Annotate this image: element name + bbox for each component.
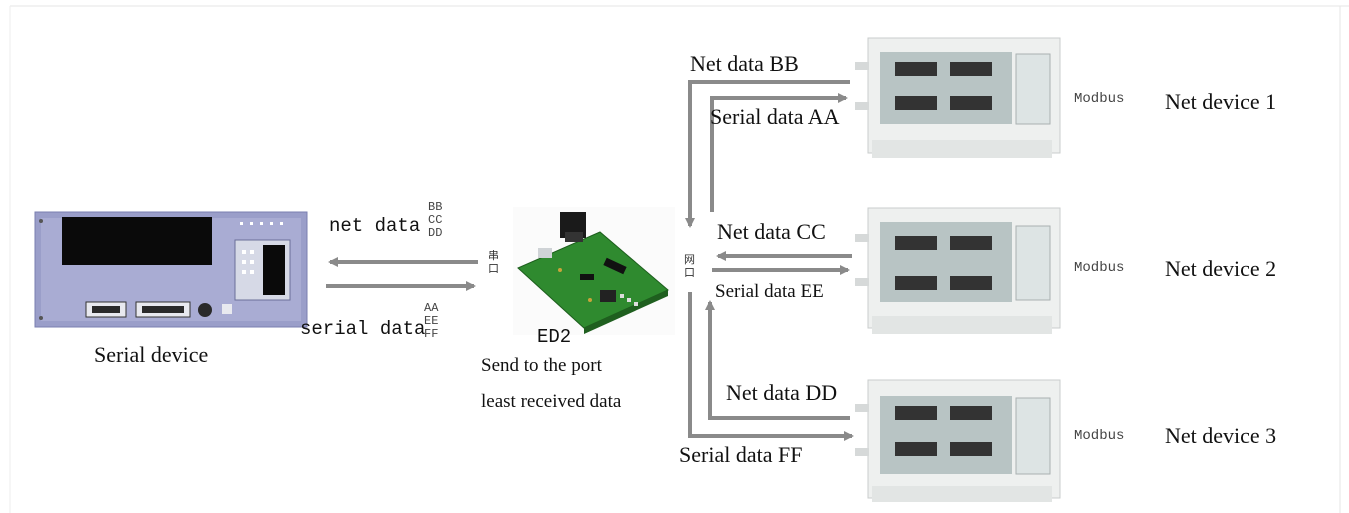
net-data-bb-arrow <box>685 80 850 228</box>
serial-data-left-label: serial data <box>300 318 426 340</box>
module-name-label: ED2 <box>537 326 572 348</box>
device-2-protocol: Modbus <box>1074 260 1125 276</box>
net-device-3-icon <box>855 379 1061 502</box>
net-device-1-icon <box>855 37 1061 158</box>
serial-data-ff-label: Serial data FF <box>679 442 803 467</box>
device-1-name: Net device 1 <box>1165 89 1277 114</box>
ed2-module-icon <box>513 207 675 335</box>
serial-data-aa-arrow <box>710 93 848 212</box>
serial-device-label: Serial device <box>94 342 209 367</box>
serial-data-left-values: AA EE FF <box>424 301 439 341</box>
net-data-dd-label: Net data DD <box>726 380 838 405</box>
net-port-label: 网 口 <box>684 253 695 279</box>
serial-device-icon <box>34 211 308 328</box>
device-3-protocol: Modbus <box>1074 428 1125 444</box>
device-2-name: Net device 2 <box>1165 256 1277 281</box>
net-data-bb-label: Net data BB <box>690 51 799 76</box>
net-data-dd-arrow <box>705 300 850 420</box>
serial-data-aa-label: Serial data AA <box>710 104 840 129</box>
net-device-2-icon <box>855 207 1061 334</box>
device-1-protocol: Modbus <box>1074 91 1125 107</box>
serial-data-ff-arrow <box>688 292 854 441</box>
device-3-name: Net device 3 <box>1165 423 1277 448</box>
net-data-left-values: BB CC DD <box>428 200 443 240</box>
net-data-cc-label: Net data CC <box>717 219 826 244</box>
serial-data-ee-label: Serial data EE <box>715 281 824 302</box>
net-data-left-label: net data <box>329 215 421 237</box>
module-note-line1: Send to the port <box>481 355 602 376</box>
module-note-line2: least received data <box>481 391 622 412</box>
serial-port-label: 串 口 <box>488 249 499 275</box>
